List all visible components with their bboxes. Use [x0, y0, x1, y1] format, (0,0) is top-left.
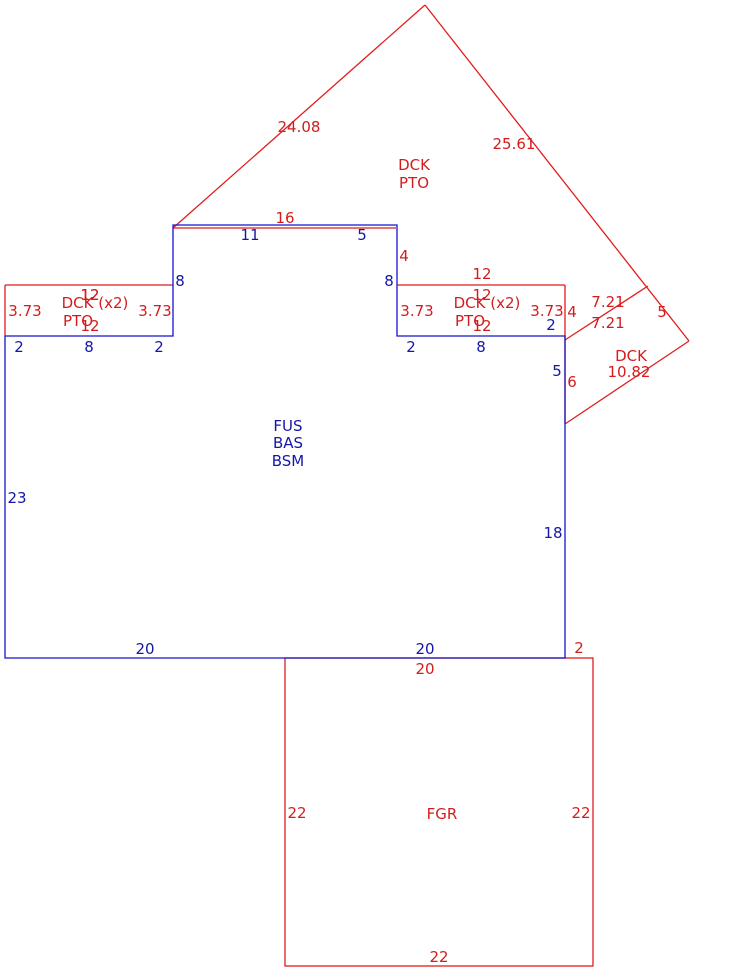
dim-left-mid-12b: 12 [80, 317, 99, 335]
dim-garage-top: 20 [415, 660, 434, 678]
dim-right-top-12: 12 [472, 265, 491, 283]
dim-right-18: 18 [543, 524, 562, 542]
dim-gap-2: 2 [574, 639, 584, 657]
dim-bottom-20a: 20 [135, 640, 154, 658]
dim-right-5: 5 [552, 362, 562, 380]
deck-right-outline [397, 284, 566, 336]
dim-right-side-l: 3.73 [400, 302, 433, 320]
dim-left-2b: 2 [154, 338, 164, 356]
dim-garage-bottom: 22 [429, 948, 448, 966]
deck-top-outline [172, 4, 690, 342]
dim-left-23: 23 [7, 489, 26, 507]
dim-left-8: 8 [84, 338, 94, 356]
dim-right-mid-12b: 12 [472, 317, 491, 335]
deck-top-label-pto: PTO [399, 174, 429, 192]
main-area-label-bsm: BSM [272, 452, 305, 470]
dim-side-end: 5 [657, 303, 667, 321]
dim-notch-top-5: 5 [357, 226, 367, 244]
dim-left-side-r: 3.73 [138, 302, 171, 320]
dim-notch-right-8: 8 [384, 272, 394, 290]
dim-notch-left-8: 8 [175, 272, 185, 290]
main-area-label-fus: FUS [273, 417, 302, 435]
dim-garage-left: 22 [287, 804, 306, 822]
dim-side-mid: 7.21 [591, 314, 624, 332]
deck-side-label-dck: DCK [615, 347, 648, 365]
dim-left-2a: 2 [14, 338, 24, 356]
dim-right-2b: 2 [546, 316, 556, 334]
deck-right-label-dck: DCK (x2) [454, 294, 521, 312]
dim-garage-right: 22 [571, 804, 590, 822]
dim-right-mid-12a: 12 [472, 286, 491, 304]
deck-right-label-pto: PTO [455, 312, 485, 330]
dim-left-side-l: 3.73 [8, 302, 41, 320]
dim-side-top: 7.21 [591, 293, 624, 311]
dim-left-top-12: 12 [80, 286, 99, 304]
deck-top-label-dck: DCK [398, 156, 431, 174]
dim-bottom-20b: 20 [415, 640, 434, 658]
dim-roof-left: 24.08 [278, 118, 321, 136]
dim-side-height: 6 [567, 373, 577, 391]
main-area-label-bas: BAS [273, 434, 303, 452]
dim-left-mid-12a: 12 [80, 286, 99, 304]
dim-right-side-r: 3.73 [530, 302, 563, 320]
dim-notch-top-11: 11 [240, 226, 259, 244]
dim-roof-right: 25.61 [493, 135, 536, 153]
living-area-outline [4, 224, 566, 659]
dim-right-2a: 2 [406, 338, 416, 356]
garage-label: FGR [427, 805, 458, 823]
deck-left-outline [4, 284, 173, 336]
dim-right-8: 8 [476, 338, 486, 356]
dim-deck-top-width: 16 [275, 209, 294, 227]
deck-left-label-pto: PTO [63, 312, 93, 330]
deck-left-label-dck: DCK (x2) [62, 294, 129, 312]
dim-deck-top-rise: 4 [399, 247, 409, 265]
deck-side-label-area: 10.82 [608, 363, 651, 381]
dim-right-edge-4: 4 [567, 303, 577, 321]
